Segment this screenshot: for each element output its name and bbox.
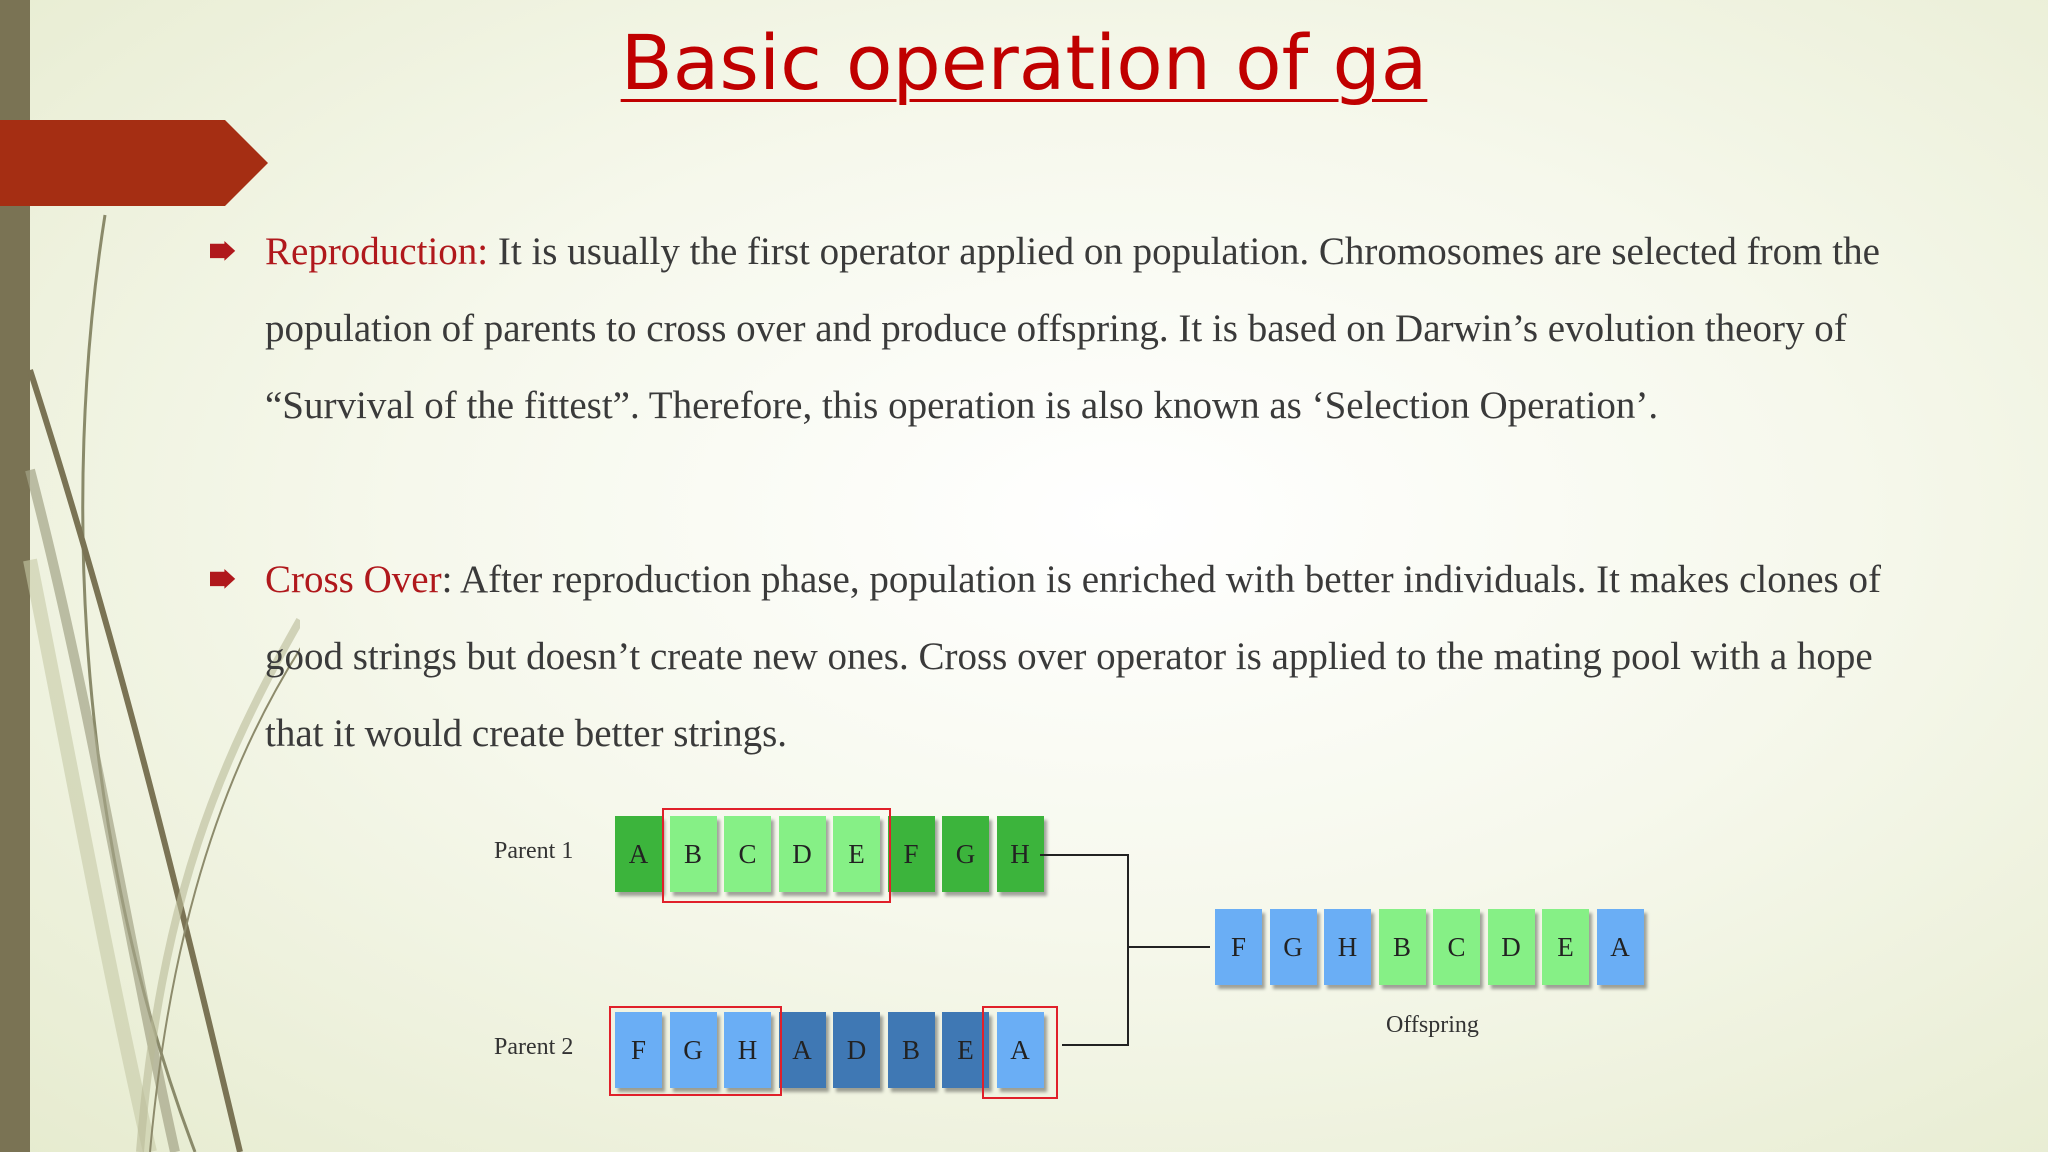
title-arrow-shape bbox=[0, 120, 268, 206]
parent2-gene-3: H bbox=[724, 1012, 771, 1088]
offspring-gene-4: B bbox=[1378, 909, 1426, 985]
offspring-gene-3: H bbox=[1324, 909, 1371, 985]
parent1-label: Parent 1 bbox=[494, 838, 574, 864]
bullet-term-crossover: Cross Over bbox=[265, 558, 442, 601]
parent1-gene-1: A bbox=[615, 816, 662, 892]
bullet-text-crossover: : After reproduction phase, population i… bbox=[265, 558, 1881, 755]
parent1-gene-4: D bbox=[778, 816, 826, 892]
offspring-gene-2: G bbox=[1269, 909, 1317, 985]
parent1-gene-5: E bbox=[833, 816, 880, 892]
decorative-grass-curves bbox=[23, 214, 300, 1152]
parent1-gene-6: F bbox=[887, 816, 935, 892]
bullet-text-reproduction: It is usually the first operator applied… bbox=[265, 230, 1880, 427]
parent2-gene-2: G bbox=[669, 1012, 717, 1088]
parent2-gene-5: D bbox=[833, 1012, 880, 1088]
parent2-gene-8: A bbox=[996, 1012, 1044, 1088]
parent2-gene-4: A bbox=[778, 1012, 826, 1088]
parent1-gene-3: C bbox=[724, 816, 771, 892]
parent2-gene-7: E bbox=[942, 1012, 989, 1088]
parent1-gene-8: H bbox=[996, 816, 1044, 892]
offspring-label: Offspring bbox=[1386, 1012, 1479, 1038]
offspring-gene-6: D bbox=[1487, 909, 1535, 985]
parent2-label: Parent 2 bbox=[494, 1034, 574, 1060]
bullet-term-reproduction: Reproduction: bbox=[265, 230, 489, 273]
crossover-connector-lines bbox=[1040, 854, 1210, 1046]
parent2-selection-box-left bbox=[609, 1006, 782, 1096]
parent1-gene-7: G bbox=[942, 816, 989, 892]
bullet-crossover: Cross Over: After reproduction phase, po… bbox=[210, 541, 1895, 772]
arrow-bullet-icon bbox=[210, 241, 236, 261]
parent1-selection-box bbox=[662, 808, 891, 903]
parent1-gene-2: B bbox=[669, 816, 717, 892]
arrow-bullet-icon bbox=[210, 569, 236, 589]
offspring-gene-7: E bbox=[1542, 909, 1589, 985]
offspring-gene-8: A bbox=[1596, 909, 1644, 985]
parent2-gene-6: B bbox=[887, 1012, 935, 1088]
offspring-gene-1: F bbox=[1215, 909, 1262, 985]
parent2-gene-1: F bbox=[615, 1012, 662, 1088]
slide-title: Basic operation of ga bbox=[620, 18, 1428, 107]
offspring-gene-5: C bbox=[1433, 909, 1480, 985]
parent2-selection-box-right bbox=[982, 1006, 1058, 1099]
bullet-reproduction: Reproduction: It is usually the first op… bbox=[210, 213, 1895, 444]
